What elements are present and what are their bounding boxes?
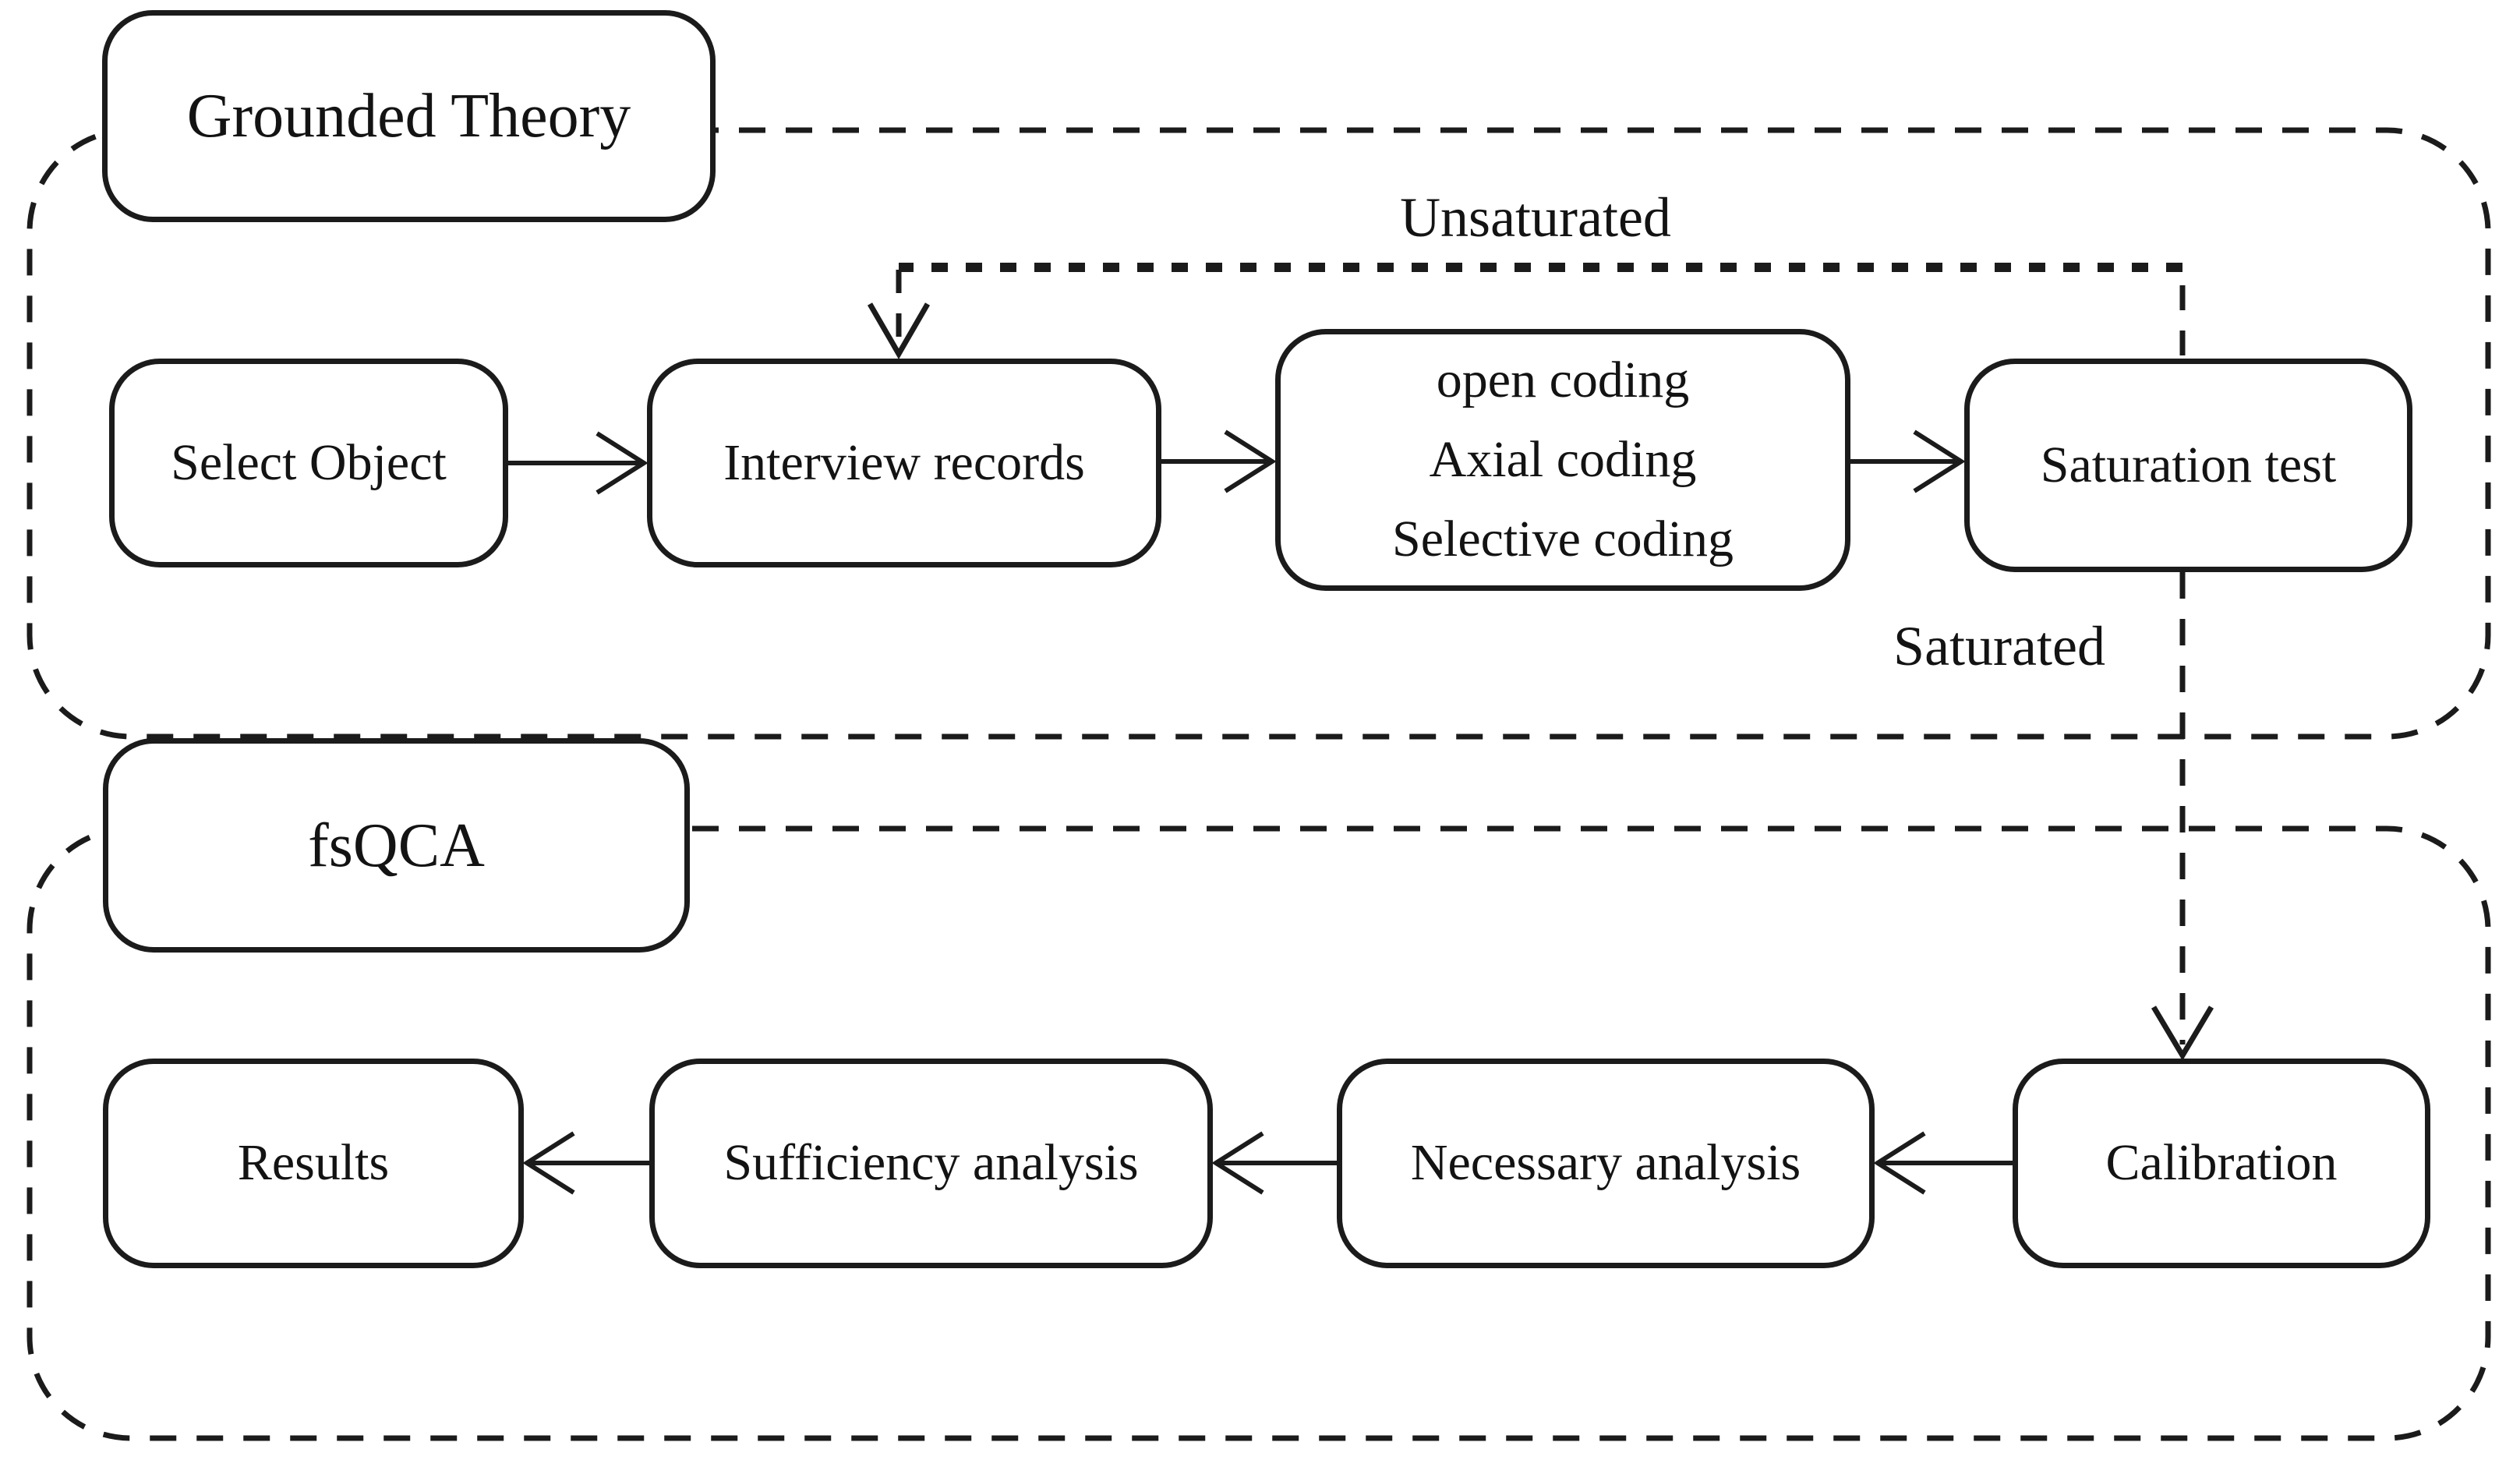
arrow-select-to-interview <box>508 431 649 495</box>
unsaturated-feedback-line <box>867 263 2186 359</box>
section-title-grounded-theory: Grounded Theory <box>102 10 716 222</box>
node-saturation-test: Saturation test <box>1964 359 2412 572</box>
section-title-fsqca: fsQCA <box>103 738 690 953</box>
arrow-necessary-to-sufficiency <box>1211 1131 1337 1195</box>
saturated-annotation: Saturated <box>1893 615 2105 677</box>
necessary-analysis-label: Necessary analysis <box>1410 1134 1801 1192</box>
arrow-interview-to-coding <box>1161 429 1277 493</box>
unsaturated-annotation: Unsaturated <box>1400 186 1671 249</box>
results-label: Results <box>237 1134 390 1192</box>
node-calibration: Calibration <box>2013 1059 2430 1268</box>
fsqca-container <box>27 825 2491 1441</box>
node-necessary-analysis: Necessary analysis <box>1337 1059 1875 1268</box>
saturation-test-label: Saturation test <box>2040 436 2337 493</box>
coding-line-3: Selective coding <box>1391 511 1734 568</box>
saturated-flow-line <box>2151 572 2214 1061</box>
interview-records-label: Interview records <box>723 433 1085 491</box>
sufficiency-analysis-label: Sufficiency analysis <box>723 1134 1139 1192</box>
coding-line-2: Axial coding <box>1429 430 1697 488</box>
node-sufficiency-analysis: Sufficiency analysis <box>649 1059 1213 1268</box>
arrow-calibration-to-necessary <box>1873 1131 2013 1195</box>
node-interview-records: Interview records <box>647 359 1161 567</box>
fsqca-label: fsQCA <box>308 811 485 880</box>
node-results: Results <box>103 1059 524 1268</box>
grounded-theory-label: Grounded Theory <box>186 82 631 150</box>
arrow-sufficiency-to-results <box>522 1131 649 1195</box>
grounded-theory-container <box>27 127 2491 740</box>
calibration-label: Calibration <box>2105 1134 2338 1192</box>
coding-line-1: open coding <box>1436 351 1690 408</box>
node-select-object: Select Object <box>109 359 508 567</box>
select-object-label: Select Object <box>171 433 447 491</box>
arrow-coding-to-saturation <box>1850 429 1966 493</box>
node-coding: open coding Axial coding Selective codin… <box>1275 329 1850 591</box>
